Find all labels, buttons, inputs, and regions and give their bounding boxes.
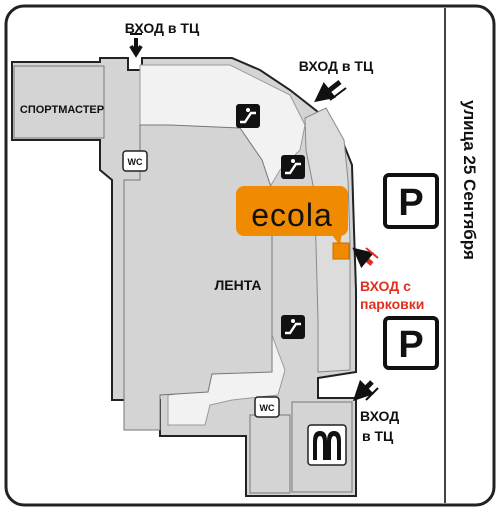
escalator-icon bbox=[281, 315, 305, 339]
wc-bottom-box bbox=[254, 396, 280, 418]
entrance-bottom-label-1: ВХОД bbox=[360, 408, 399, 424]
street-label: улица 25 Сентября bbox=[460, 100, 479, 260]
entrance-arrow-icon bbox=[352, 247, 379, 269]
escalator-icon bbox=[236, 104, 260, 128]
mcdonalds-logo-icon bbox=[307, 424, 347, 466]
entrance-bottom-label-2: в ТЦ bbox=[362, 428, 394, 444]
lenta-block bbox=[123, 124, 273, 431]
parking-icon: P bbox=[383, 173, 439, 229]
escalator-icon bbox=[281, 155, 305, 179]
entrance-arrow-icon bbox=[352, 379, 379, 402]
ecola-logo-text: ecola bbox=[251, 197, 333, 233]
svg-text:P: P bbox=[398, 182, 423, 224]
parking-icon: P bbox=[383, 316, 439, 370]
sportmaster-label: СПОРТМАСТЕР bbox=[20, 104, 104, 116]
bottom-left-block bbox=[249, 414, 291, 494]
entrance-parking-label-1: ВХОД с bbox=[360, 278, 411, 294]
entrance-arrow-icon bbox=[129, 33, 143, 58]
entrance-right-top-label: ВХОД в ТЦ bbox=[299, 58, 374, 74]
svg-text:P: P bbox=[398, 324, 423, 366]
sportmaster-block bbox=[13, 65, 105, 139]
entrance-parking-label-2: парковки bbox=[360, 296, 424, 312]
entrance-arrow-icon bbox=[314, 80, 347, 103]
wc-top-box bbox=[122, 150, 148, 172]
wc-top-label: WC bbox=[128, 157, 143, 167]
lenta-label: ЛЕНТА bbox=[214, 277, 261, 293]
ecola-store-marker bbox=[332, 242, 350, 260]
right-gallery bbox=[304, 107, 351, 373]
entrance-top-label: ВХОД в ТЦ bbox=[125, 20, 200, 36]
wc-bottom-label: WC bbox=[260, 403, 275, 413]
